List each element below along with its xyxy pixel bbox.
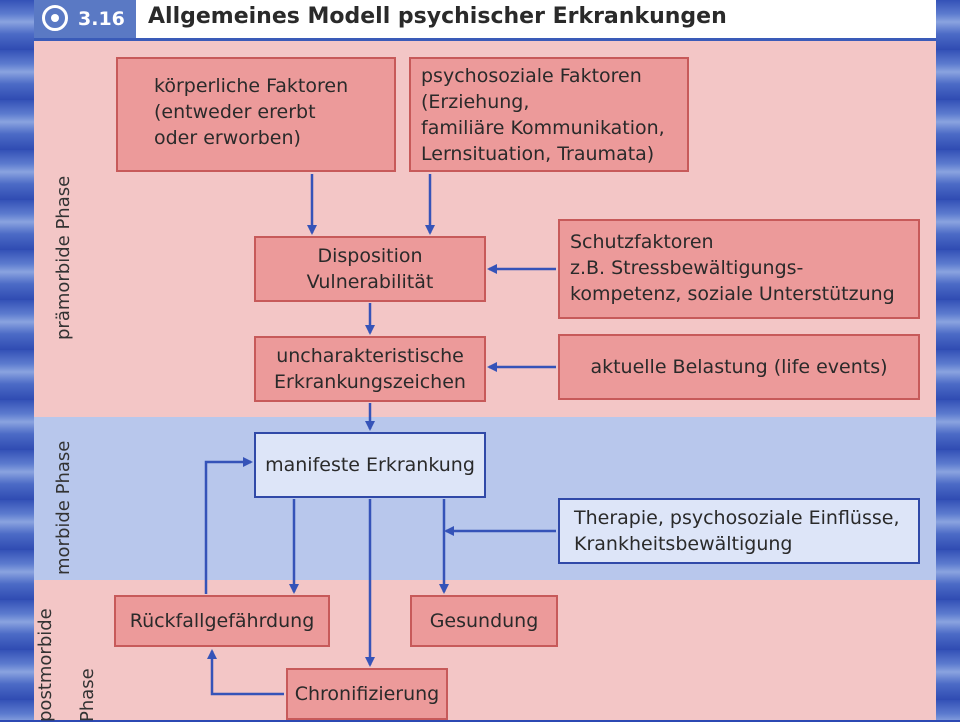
box-current-stress: aktuelle Belastung (life events) (558, 334, 920, 400)
box-uncharacteristic-signs: uncharakteristische Erkrankungszeichen (254, 336, 486, 402)
protective-factors-line-2: z.B. Stressbewältigungs- (570, 257, 804, 279)
box-recovery: Gesundung (410, 595, 558, 647)
therapy-line-2: Krankheitsbewältigung (574, 533, 793, 555)
box-protective-factors: Schutzfaktoren z.B. Stressbewältigungs- … (558, 219, 920, 319)
protective-factors-line-3: kompetenz, soziale Unterstützung (570, 283, 895, 305)
figure-header: 3.16 Allgemeines Modell psychischer Erkr… (34, 0, 936, 41)
psychosocial-factors-line-2: (Erziehung, (421, 91, 530, 113)
relapse-risk-text: Rückfallgefährdung (129, 610, 315, 632)
therapy-line-1: Therapie, psychosoziale Einflüsse, (574, 507, 900, 529)
figure-title: Allgemeines Modell psychischer Erkrankun… (148, 4, 727, 29)
figure-number-badge: 3.16 (34, 0, 136, 38)
arrow-chronification-to-relapse (207, 649, 284, 696)
disposition-line-1: Disposition (317, 245, 423, 267)
manifest-illness-text: manifeste Erkrankung (265, 454, 475, 476)
box-chronification: Chronifizierung (286, 668, 448, 720)
box-disposition: Disposition Vulnerabilität (254, 236, 486, 302)
box-psychosocial-factors: psychosoziale Faktoren (Erziehung, famil… (409, 57, 689, 172)
box-therapy: Therapie, psychosoziale Einflüsse, Krank… (558, 498, 920, 564)
target-icon (42, 5, 68, 31)
box-relapse-risk: Rückfallgefährdung (114, 595, 330, 647)
psychosocial-factors-line-3: familiäre Kommunikation, (421, 117, 665, 139)
recovery-text: Gesundung (429, 610, 539, 632)
figure-page: 3.16 Allgemeines Modell psychischer Erkr… (34, 0, 936, 722)
uncharacteristic-signs-line-2: Erkrankungszeichen (274, 371, 466, 393)
arrow-relapse-to-manifest (204, 457, 253, 594)
psychosocial-factors-line-4: Lernsituation, Traumata) (421, 143, 655, 165)
slide-right-edge (936, 0, 960, 720)
protective-factors-line-1: Schutzfaktoren (570, 231, 714, 253)
current-stress-text: aktuelle Belastung (life events) (590, 356, 888, 378)
slide-left-edge (0, 0, 34, 720)
disposition-line-2: Vulnerabilität (306, 271, 434, 293)
physical-factors-line-1: körperliche Faktoren (154, 75, 349, 97)
chronification-text: Chronifizierung (294, 683, 440, 705)
physical-factors-line-2: (entweder ererbt (154, 101, 316, 123)
flow-arrows (204, 174, 556, 696)
figure-number: 3.16 (78, 8, 125, 30)
psychosocial-factors-line-1: psychosoziale Faktoren (421, 65, 642, 87)
physical-factors-line-3: oder erworben) (154, 127, 301, 149)
header-rule (34, 38, 936, 41)
box-manifest-illness: manifeste Erkrankung (254, 432, 486, 498)
uncharacteristic-signs-line-1: uncharakteristische (276, 345, 464, 367)
box-physical-factors: körperliche Faktoren (entweder ererbt od… (116, 57, 396, 172)
